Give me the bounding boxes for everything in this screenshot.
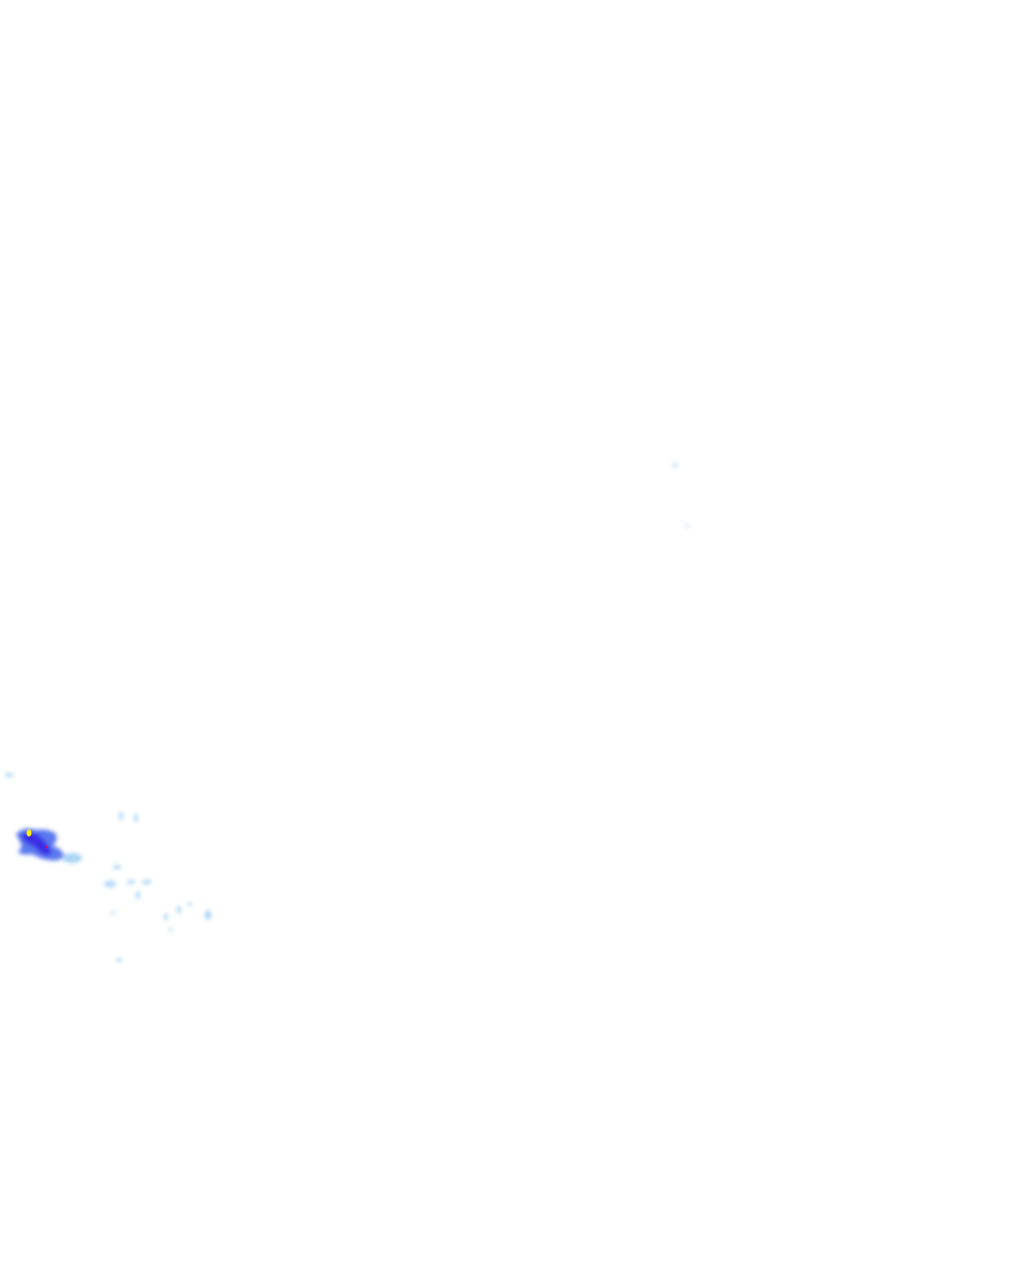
precip-cell bbox=[685, 524, 689, 528]
precip-cell bbox=[136, 891, 140, 899]
precip-cell bbox=[119, 812, 123, 820]
precip-cell bbox=[134, 814, 138, 822]
precip-cell bbox=[104, 881, 116, 887]
intense-precip-spot bbox=[26, 829, 32, 837]
precip-cell bbox=[205, 910, 211, 920]
extreme-precip-spot bbox=[45, 845, 47, 849]
storm-heavy-core bbox=[22, 832, 52, 856]
precip-cell bbox=[113, 865, 121, 869]
light-precipitation-cells bbox=[5, 463, 689, 962]
precip-cell bbox=[187, 902, 193, 906]
precip-cell bbox=[127, 880, 135, 884]
precip-cell bbox=[142, 880, 152, 884]
storm-cell bbox=[16, 828, 64, 861]
precip-cell bbox=[116, 958, 122, 962]
precip-cell bbox=[177, 906, 181, 914]
precip-cell bbox=[111, 911, 115, 915]
precip-cell bbox=[169, 928, 173, 932]
precip-cell bbox=[62, 853, 82, 863]
precip-cell bbox=[673, 463, 677, 467]
precip-cell bbox=[164, 914, 168, 920]
precip-cell bbox=[5, 773, 13, 777]
